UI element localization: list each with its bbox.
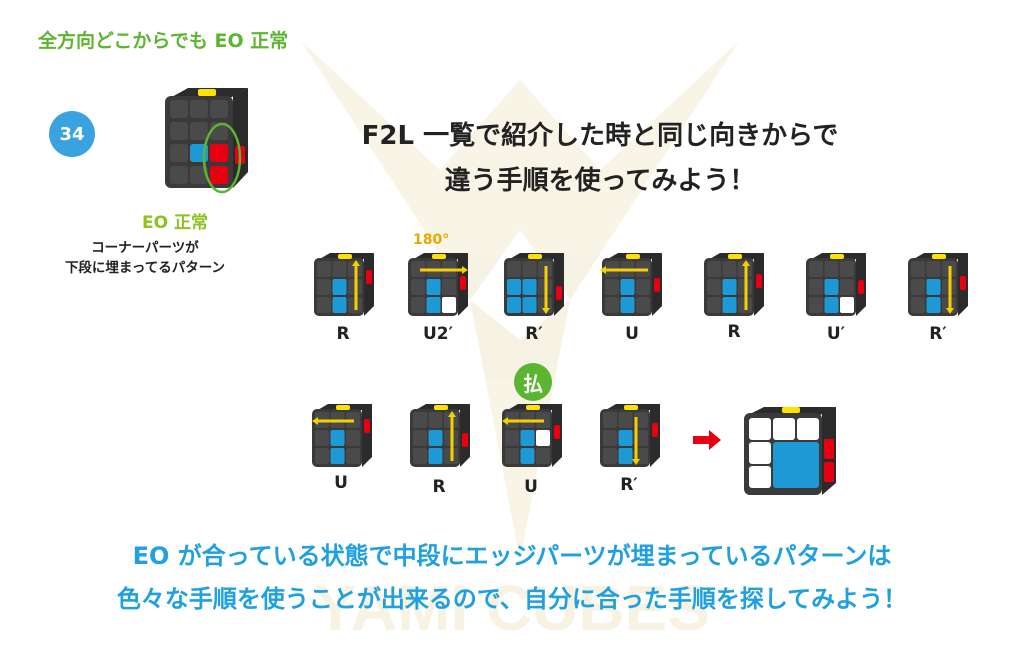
move-label: U	[625, 324, 639, 344]
case-description-line1: コーナーパーツが	[91, 240, 199, 256]
step-cube-icon	[502, 404, 562, 467]
headline-line1: F2L 一覧で紹介した時と同じ向きからで	[361, 121, 839, 151]
result-arrow-icon	[693, 430, 721, 450]
move-label: R′	[929, 324, 947, 344]
step-cube-icon	[704, 253, 764, 316]
step-cube-icon	[806, 253, 866, 316]
move-label: U	[524, 477, 538, 497]
move-label: U	[334, 473, 348, 493]
move-label: R	[727, 322, 741, 342]
step-cube-icon	[504, 253, 564, 316]
step-cube-icon	[600, 404, 660, 467]
step-cube-icon	[410, 404, 470, 467]
headline-line2: 違う手順を使ってみよう！	[444, 166, 756, 196]
case-description: コーナーパーツが 下段に埋まってるパターン	[30, 238, 260, 278]
case-cube-icon	[165, 88, 248, 194]
case-description-line2: 下段に埋まってるパターン	[64, 260, 226, 276]
step-cube-icon	[408, 253, 468, 316]
footer-line2: 色々な手順を使うことが出来るので、自分に合った手順を探してみよう！	[116, 585, 908, 613]
move-label: R′	[525, 324, 543, 344]
step-cube-icon	[600, 253, 662, 316]
move-label: R	[336, 324, 350, 344]
watermark-text: YAMI CUBES	[314, 572, 710, 644]
move-label: R	[432, 477, 446, 497]
move-label: U2′	[422, 324, 454, 344]
step-cube-icon	[312, 404, 372, 467]
solved-cube-icon	[744, 407, 836, 495]
footer-line1: EO が合っている状態で中段にエッジパーツが埋まっているパターンは	[132, 542, 892, 570]
brush-marker-badge: 払	[514, 363, 552, 401]
step-cube-icon	[314, 253, 374, 316]
case-number-badge: 34	[49, 111, 95, 157]
move-label: U′	[826, 324, 846, 344]
header-title: 全方向どこからでも EO 正常	[38, 30, 289, 52]
rotation-180-label: 180°	[413, 232, 450, 248]
move-label: R′	[620, 475, 638, 495]
step-cube-icon	[908, 253, 968, 316]
eo-normal-label: EO 正常	[142, 213, 208, 233]
